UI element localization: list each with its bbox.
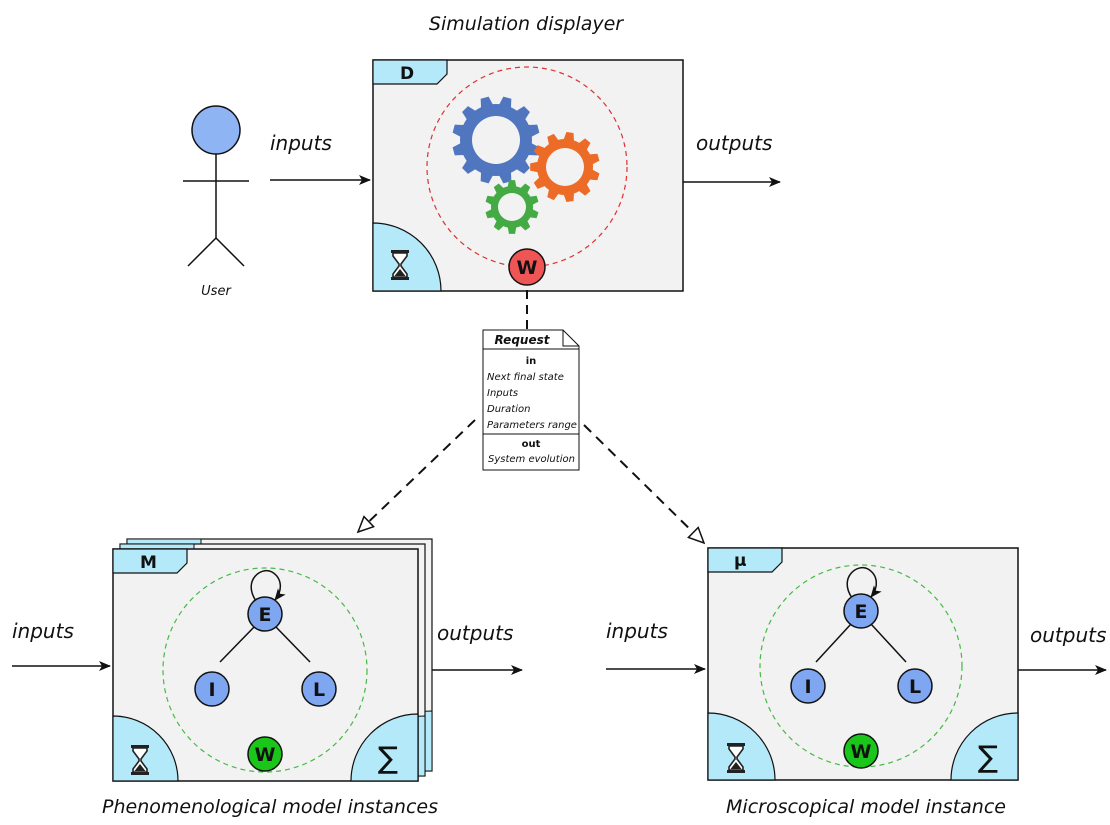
request-note: Request in Next final state Inputs Durat… xyxy=(482,329,580,471)
display-world-node-label: W xyxy=(517,257,538,279)
phenomenological-node-l-label: L xyxy=(313,679,325,701)
request-to-microscopical-arrow xyxy=(583,424,704,543)
request-in-item: Inputs xyxy=(487,388,518,399)
request-in-item: Next final state xyxy=(487,372,564,383)
phenomenological-node-w[interactable] xyxy=(247,736,283,772)
microscopical-outputs-label: outputs xyxy=(1030,623,1106,647)
phenomenological-self-loop xyxy=(250,569,286,602)
request-out-label: out xyxy=(522,439,541,450)
display-title: Simulation displayer xyxy=(429,13,624,35)
display-tab-label: D xyxy=(400,64,414,84)
user-label: User xyxy=(201,284,232,299)
microscopical-node-l[interactable] xyxy=(897,668,933,704)
microscopical-tab-label: μ xyxy=(734,551,747,571)
microscopical-node-e[interactable] xyxy=(843,593,879,629)
phenomenological-node-e[interactable] xyxy=(247,596,283,632)
request-in-item: Parameters range xyxy=(487,420,577,431)
display-world-node[interactable] xyxy=(508,248,546,286)
microscopical-node-w-label: W xyxy=(851,741,872,763)
phenomenological-node-w-label: W xyxy=(255,744,276,766)
phenomenological-node-e-label: E xyxy=(259,604,272,626)
request-to-phenomenological-arrow xyxy=(358,419,476,532)
display-tab xyxy=(372,59,448,85)
microscopical-node-l-label: L xyxy=(909,676,921,698)
phenomenological-sum-quadrant xyxy=(350,713,419,782)
microscopical-scope-circle xyxy=(759,564,963,768)
microscopical-node-w[interactable] xyxy=(843,733,879,769)
display-outputs-label: outputs xyxy=(696,131,772,155)
microscopical-caption: Microscopical model instance xyxy=(726,796,1006,818)
microscopical-inputs-label: inputs xyxy=(606,619,668,643)
phenomenological-outputs-label: outputs xyxy=(437,621,513,645)
phenomenological-tab-label: M xyxy=(140,553,157,573)
phenomenological-stack[interactable]: M ∑ E I L W xyxy=(112,538,433,782)
request-out-item: System evolution xyxy=(488,454,575,465)
microscopical-sum-quadrant xyxy=(950,712,1019,781)
microscopical-box-group[interactable]: μ ∑ E I L W xyxy=(707,547,1019,781)
phenomenological-node-i[interactable] xyxy=(194,671,230,707)
microscopical-node-e-label: E xyxy=(855,601,868,623)
sigma-icon: ∑ xyxy=(978,740,998,775)
display-box[interactable]: D W xyxy=(372,59,684,292)
request-in-label: in xyxy=(526,356,537,367)
microscopical-tab xyxy=(707,547,783,573)
display-inputs-label: inputs xyxy=(270,131,332,155)
microscopical-node-i[interactable] xyxy=(790,668,826,704)
user-head xyxy=(191,105,241,155)
request-title: Request xyxy=(495,333,551,347)
document-icon xyxy=(562,330,579,347)
user-actor xyxy=(183,105,249,267)
phenomenological-node-l[interactable] xyxy=(301,671,337,707)
phenomenological-node-i-label: I xyxy=(208,679,215,701)
phenomenological-inputs-label: inputs xyxy=(12,619,74,643)
request-in-item: Duration xyxy=(487,404,530,415)
microscopical-node-i-label: I xyxy=(804,676,811,698)
gear-icon xyxy=(485,180,539,234)
microscopical-self-loop xyxy=(846,566,882,599)
sigma-icon: ∑ xyxy=(378,741,398,776)
phenomenological-scope-circle xyxy=(162,567,368,773)
phenomenological-tab xyxy=(112,548,188,574)
phenomenological-caption: Phenomenological model instances xyxy=(102,796,438,818)
gear-icon xyxy=(452,96,540,184)
gear-icon xyxy=(530,132,600,202)
